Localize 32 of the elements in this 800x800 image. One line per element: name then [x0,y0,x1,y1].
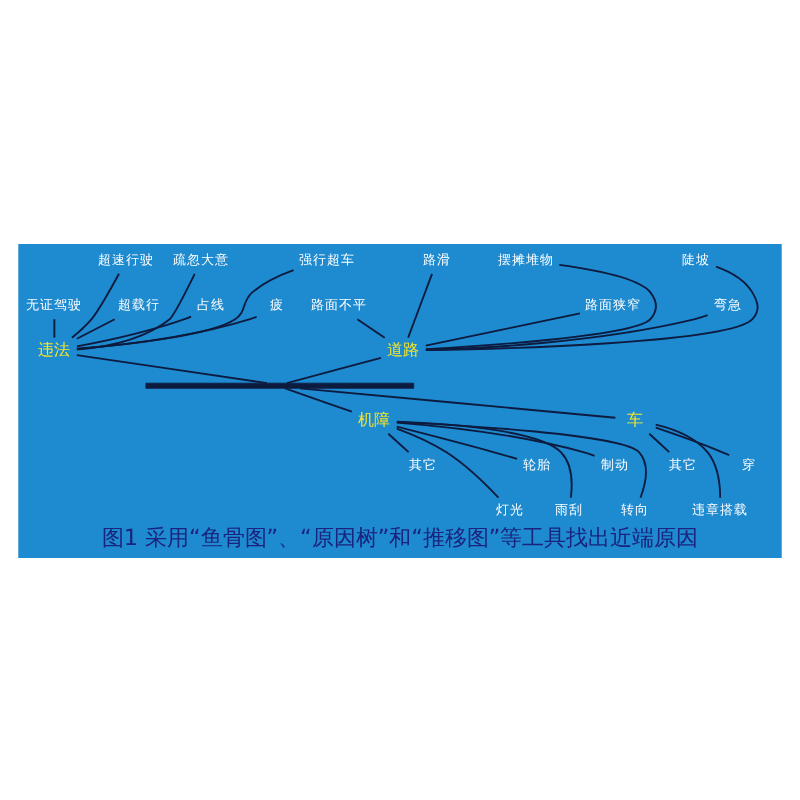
connector [75,314,258,349]
connector [654,422,722,498]
node-text: 车 [627,407,644,428]
connector [75,268,295,349]
connector [424,313,709,350]
connector [648,431,671,453]
connector [407,271,433,338]
connector [75,317,116,339]
connector [424,311,581,346]
connector [395,426,500,498]
connector [387,431,410,453]
node-text: 机障 [358,407,391,428]
connector [356,317,386,338]
node-text: 违法 [38,338,71,359]
connector [395,420,596,456]
connector [299,386,617,418]
connector [75,314,192,347]
caption: 图1 采用“鱼骨图”、“原因树”和“推移图”等工具找出近端原因 [101,524,699,551]
connector [284,386,353,412]
connector [75,272,196,350]
connector [395,424,519,459]
connector [395,420,647,498]
connector [285,355,382,384]
connector [396,419,573,498]
connector [654,425,731,456]
node-text: 道路 [387,338,420,359]
connector [424,262,657,350]
connector [424,264,759,351]
connector [71,271,120,338]
connector [75,353,268,384]
node-bar [145,381,415,388]
connector [53,317,56,338]
